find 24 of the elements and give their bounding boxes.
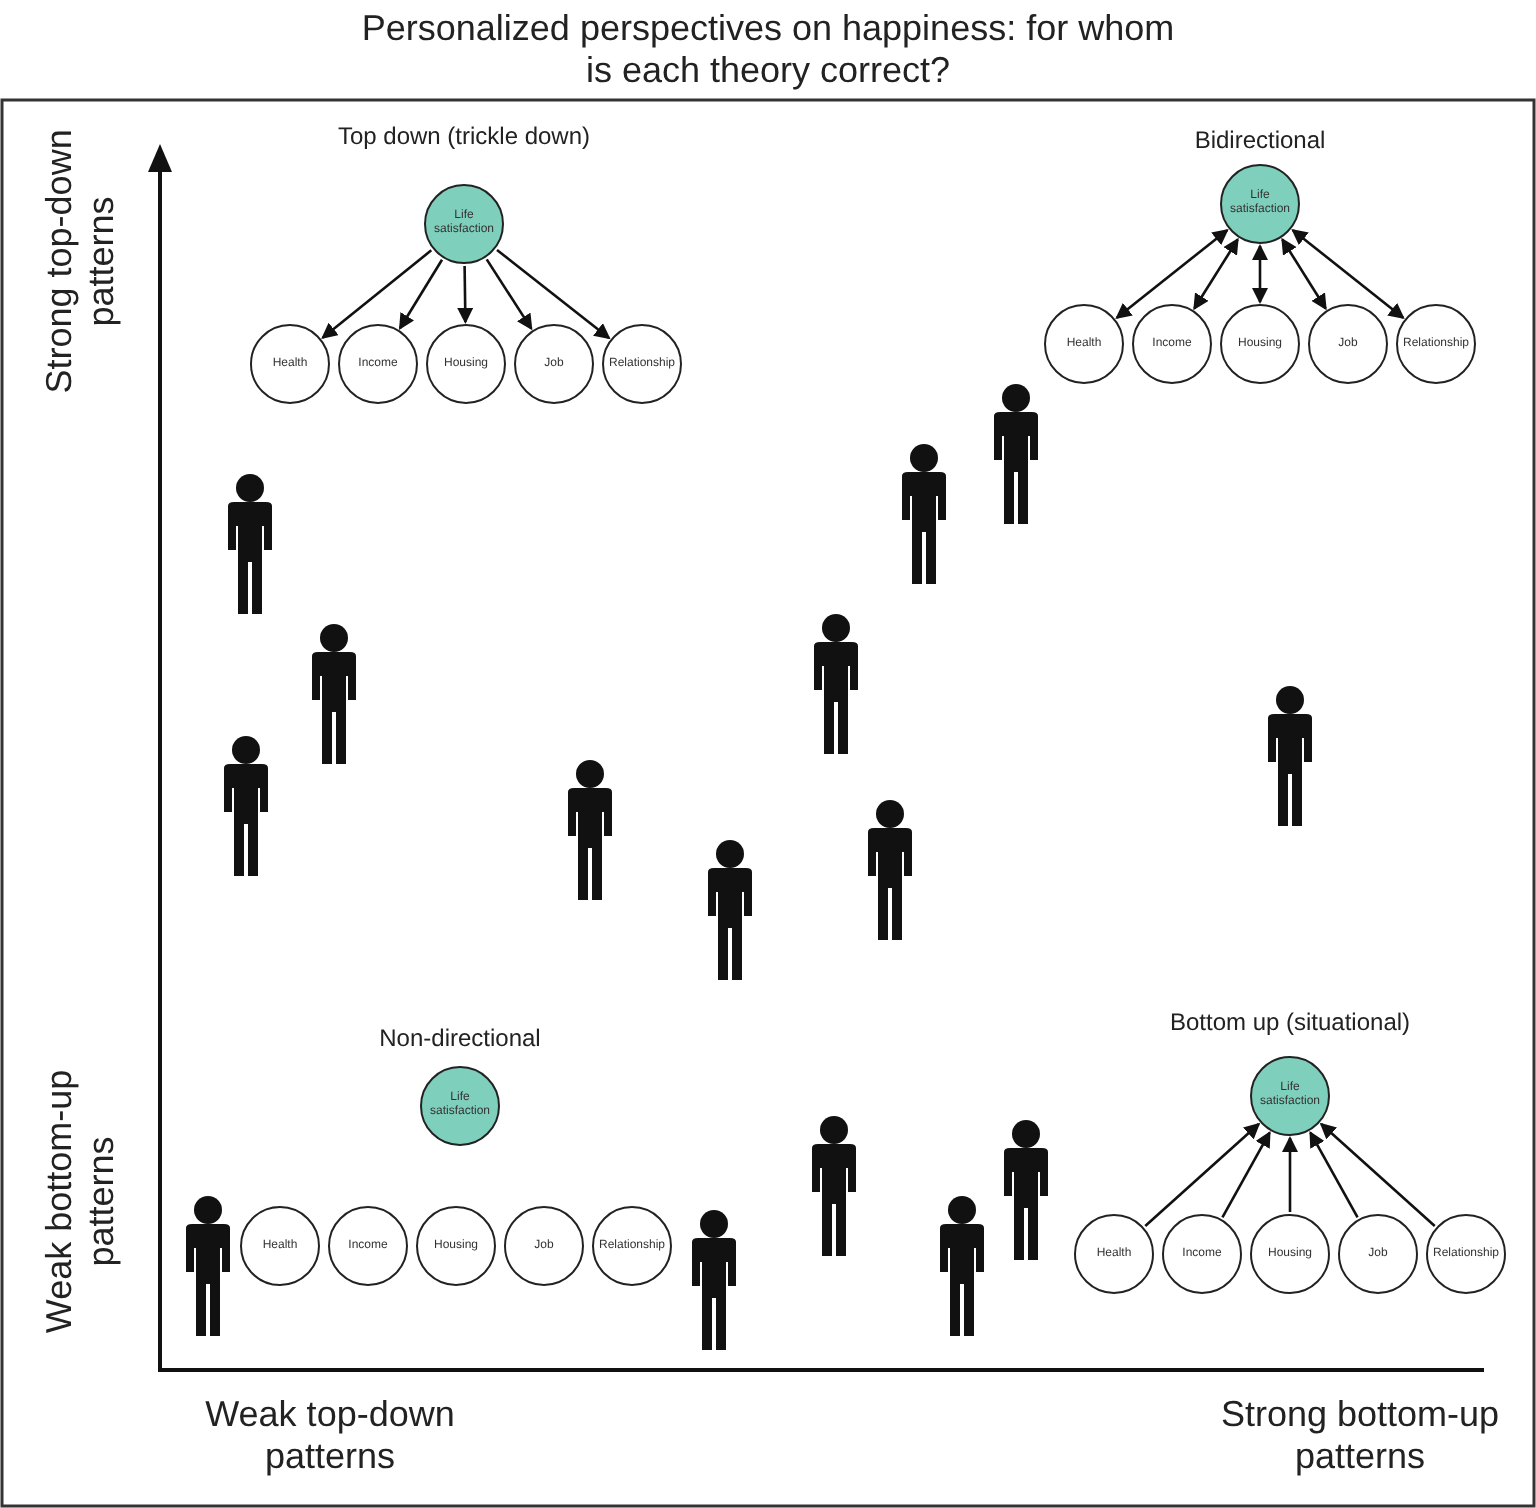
- arrow: [1319, 1122, 1436, 1227]
- arrow: [1115, 228, 1229, 320]
- title: Personalized perspectives on happiness: for whom is each theory correct?: [359, 8, 1177, 92]
- group-heading: Bottom up (situational): [1167, 1010, 1413, 1038]
- arrow: [485, 258, 533, 331]
- group-heading: Top down (trickle down): [335, 124, 593, 152]
- arrow: [398, 259, 444, 330]
- arrow: [321, 249, 433, 339]
- arrow: [496, 248, 611, 340]
- arrow: [1282, 1136, 1298, 1212]
- arrow: [1252, 244, 1268, 304]
- arrow: [1144, 1122, 1261, 1227]
- arrow: [1281, 237, 1327, 311]
- arrow: [1193, 237, 1239, 311]
- axis-label: Strong bottom-up patterns: [1218, 1394, 1502, 1477]
- axis-label: Strong top-down patterns: [38, 127, 122, 398]
- group-heading: Non-directional: [377, 1026, 543, 1054]
- arrow: [1309, 1130, 1359, 1218]
- axis-label: Weak top-down patterns: [203, 1394, 457, 1477]
- group-heading: Bidirectional: [1192, 128, 1328, 156]
- arrow: [1291, 228, 1405, 320]
- arrow: [1221, 1130, 1271, 1218]
- arrow: [457, 266, 474, 324]
- axis-label: Weak bottom-up patterns: [38, 1067, 122, 1338]
